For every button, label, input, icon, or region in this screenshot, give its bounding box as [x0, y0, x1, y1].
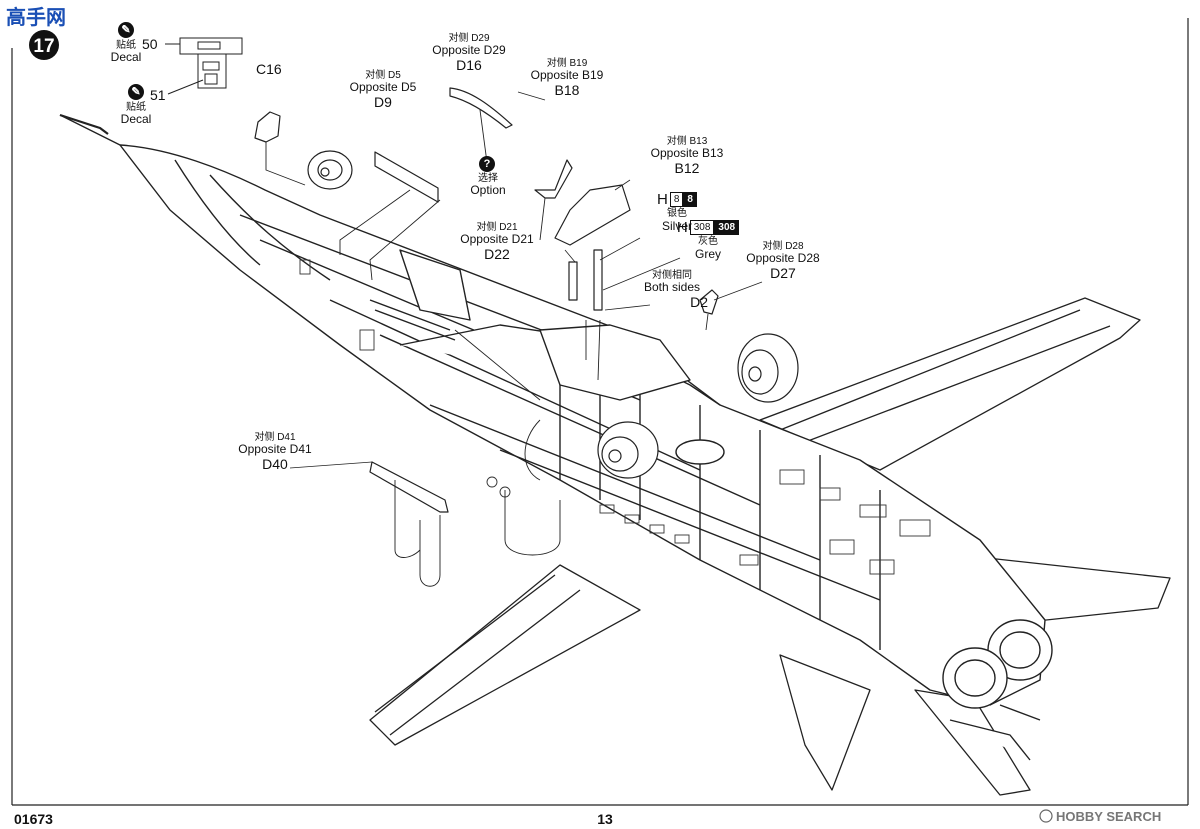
- step-number-badge: 17: [29, 30, 59, 60]
- part-callout-d40: 对侧 D41 Opposite D41 D40: [238, 432, 312, 472]
- decal-en-label: Decal: [120, 112, 152, 127]
- aircraft-fuselage: [59, 113, 1053, 761]
- part-d16-shape: [449, 87, 513, 129]
- paint-code-swatch-dark: 308: [714, 220, 740, 236]
- part-callout-d2: 对侧相同 Both sides D2: [643, 270, 708, 310]
- decal-diagram: [165, 37, 243, 95]
- part-callout-d22: 对侧 D21 Opposite D21 D22: [460, 222, 534, 262]
- svg-text:HOBBY SEARCH: HOBBY SEARCH: [1056, 809, 1161, 824]
- decal-cn-label: 贴纸: [126, 102, 146, 113]
- kit-number: 01673: [14, 811, 53, 827]
- fuselage-panels: [299, 259, 931, 575]
- page-number: 13: [597, 811, 613, 827]
- landing-gear-wheels: [307, 150, 799, 479]
- brand-logo: 高手网: [4, 3, 74, 29]
- decal-callout-50: 贴纸 Decal: [106, 40, 146, 65]
- decal-cn-label: 贴纸: [116, 40, 136, 51]
- part-d40-shape: [369, 461, 449, 513]
- decal-number-50: 50: [142, 36, 158, 52]
- decal-icon: ✎: [128, 84, 144, 100]
- part-d27-shape: [699, 289, 719, 315]
- assembly-lines: [265, 109, 709, 587]
- decal-callout-51: 贴纸 Decal: [116, 102, 156, 127]
- part-b18-shape: [534, 159, 573, 199]
- svg-text:高手网: 高手网: [6, 5, 66, 29]
- part-b12-shape: [554, 184, 631, 246]
- option-question-icon: ?: [479, 156, 495, 172]
- callout-leaders: [289, 91, 763, 469]
- part-d2-shape: [593, 249, 603, 311]
- part-d9-shape: [374, 151, 439, 203]
- decal-en-label: Decal: [110, 50, 142, 65]
- option-callout: 选择 Option: [470, 173, 506, 198]
- part-c16-shape: [254, 111, 281, 143]
- paint-code-swatch: 8: [669, 192, 684, 208]
- part-callout-b18: 对侧 B19 Opposite B19 B18: [530, 58, 604, 98]
- decal-icon: ✎: [118, 22, 134, 38]
- part-label-c16: C16: [256, 61, 282, 77]
- part-callout-d9: 对侧 D5 Opposite D5 D9: [349, 70, 417, 110]
- paint-code-swatch: 308: [689, 220, 715, 236]
- part-callout-b12: 对侧 B13 Opposite B13 B12: [650, 136, 724, 176]
- svg-text:17: 17: [33, 36, 54, 57]
- paint-code-swatch-dark: 8: [683, 192, 697, 208]
- aircraft-wings: [369, 297, 1171, 796]
- decal-number-51: 51: [150, 87, 166, 103]
- hobbysearch-watermark: HOBBY SEARCH: [1039, 809, 1161, 824]
- part-callout-d16: 对侧 D29 Opposite D29 D16: [432, 33, 506, 73]
- part-d22-shape: [568, 261, 578, 301]
- part-callout-d27: 对侧 D28 Opposite D28 D27: [746, 241, 820, 281]
